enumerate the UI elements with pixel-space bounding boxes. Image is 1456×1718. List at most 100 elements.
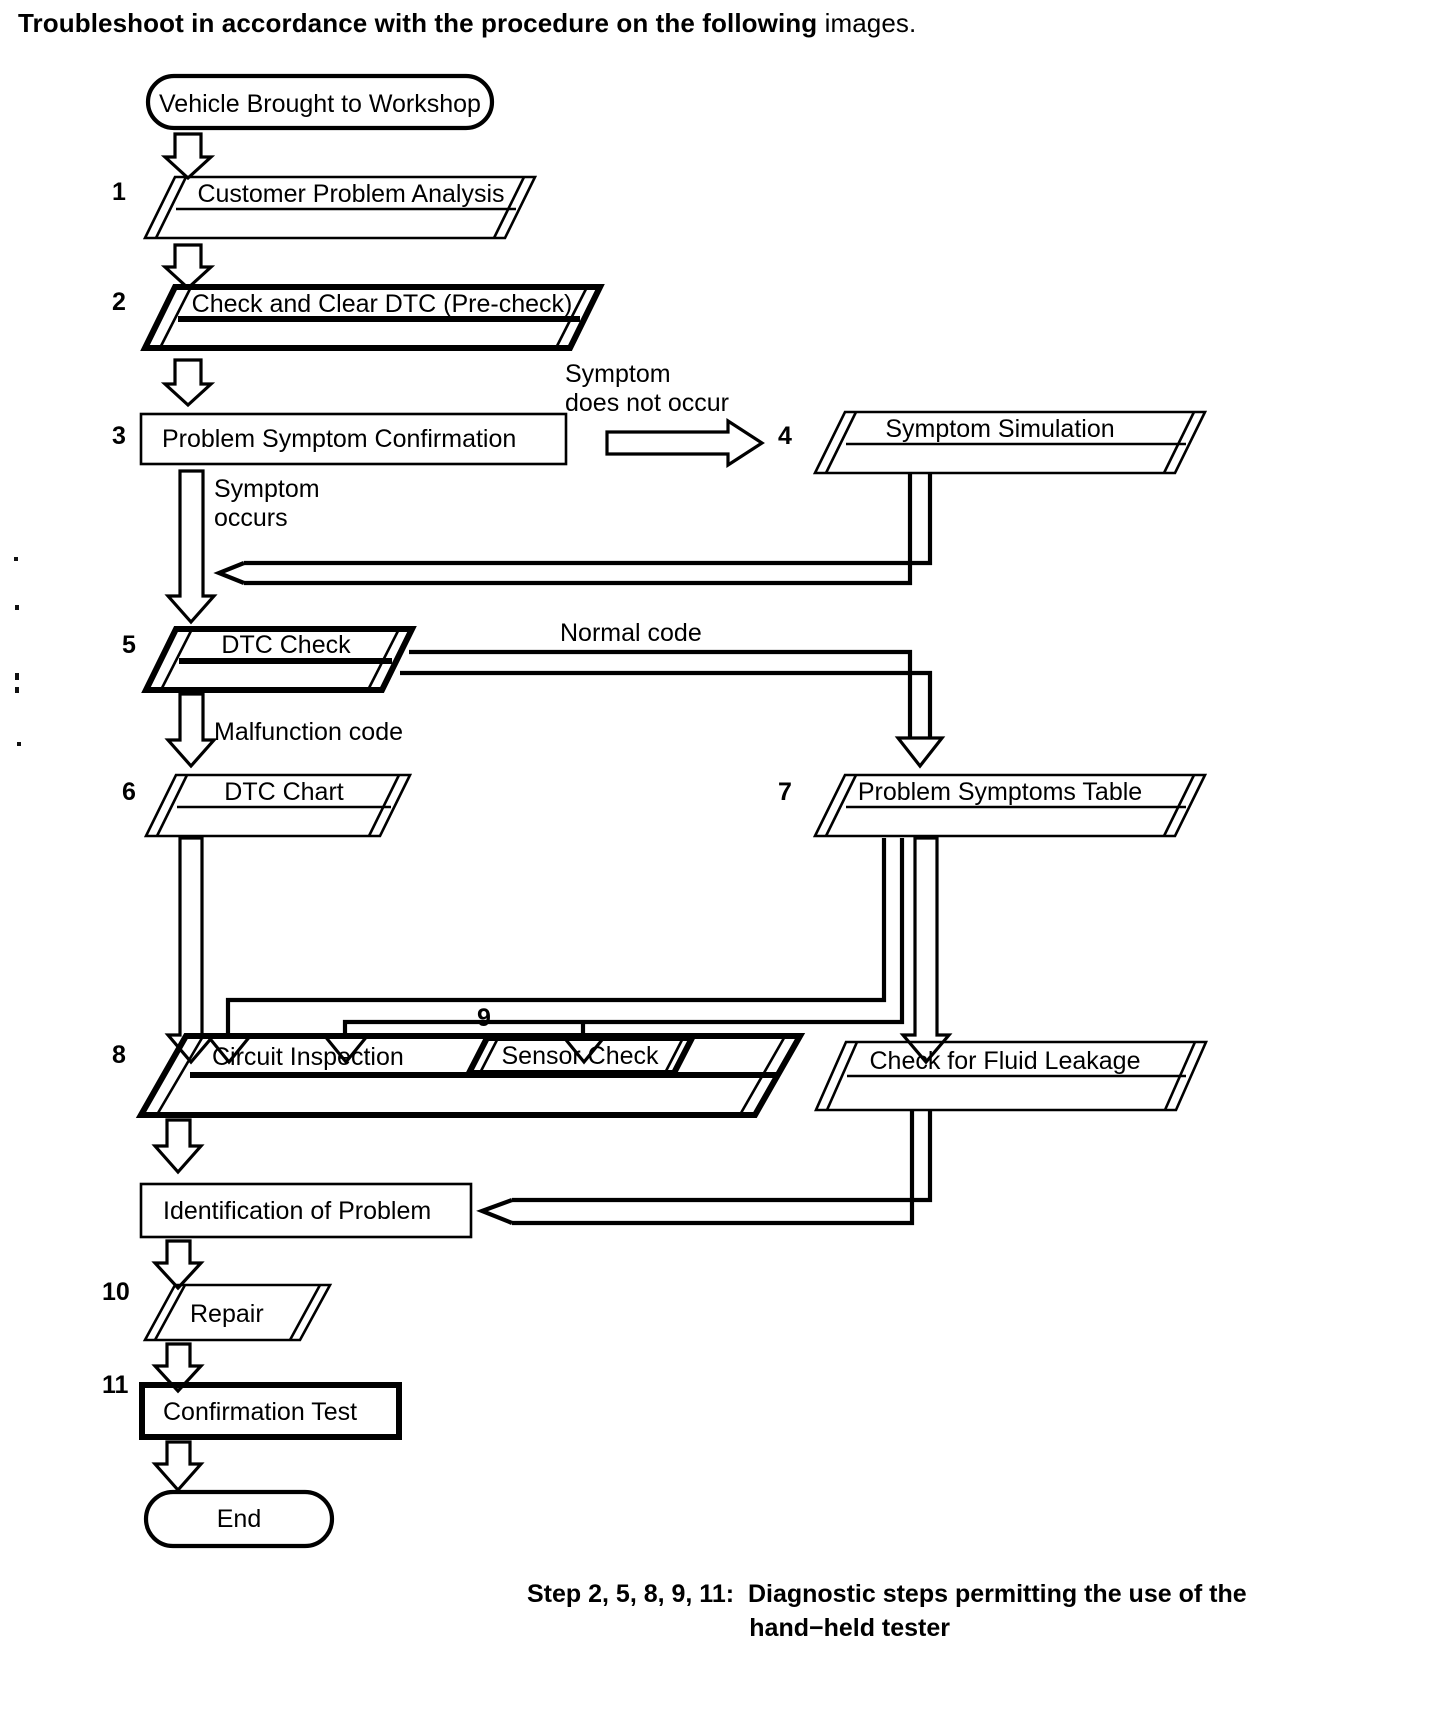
scan-speck	[15, 605, 19, 610]
step-number-3: 3	[112, 422, 126, 450]
arrow-step7-to-fluid-leakage	[899, 836, 953, 1065]
node-step-4: 4 Symptom Simulation	[778, 410, 1208, 475]
step10-left-bevel	[153, 1284, 187, 1341]
end-label: End	[217, 1505, 261, 1533]
scan-speck	[15, 673, 19, 680]
step9-outer-shape	[464, 1035, 697, 1076]
step4-left-bevel	[824, 411, 858, 474]
footnote-line-1: Step 2, 5, 8, 9, 11: Diagnostic steps pe…	[527, 1580, 1247, 1608]
step4-outer-shape	[812, 410, 1208, 475]
fluid-leakage-label: Check for Fluid Leakage	[870, 1047, 1141, 1075]
fluid-leakage-left-bevel	[825, 1041, 859, 1111]
edge-label-malfunction-code: Malfunction code	[214, 718, 403, 746]
edge-normal-code: Normal code	[400, 619, 946, 769]
node-end: End	[143, 1489, 335, 1549]
step7-right-bevel	[1162, 774, 1196, 837]
start-terminator-shape	[145, 73, 495, 131]
edge-label-symptom: Symptom	[565, 360, 671, 388]
arrow-start-to-step1	[160, 132, 216, 181]
arrow-step8-to-identification	[151, 1118, 205, 1175]
step5-outer-shape	[141, 626, 417, 693]
symptom-occurs-arrow	[164, 469, 218, 625]
node-step-2: 2 Check and Clear DTC (Pre-check)	[112, 284, 605, 351]
edge-label-does-not-occur: does not occur	[565, 389, 729, 417]
step9-left-bevel	[479, 1039, 499, 1072]
node-step-9: 9 Sensor Check	[464, 1004, 697, 1076]
footnote: Step 2, 5, 8, 9, 11: Diagnostic steps pe…	[527, 1578, 1247, 1645]
step2-label: Check and Clear DTC (Pre-check)	[192, 290, 573, 318]
step5-left-bevel	[160, 630, 193, 689]
arrow-step10-to-step11	[151, 1342, 205, 1394]
step10-outer-shape	[142, 1283, 333, 1342]
step6-left-bevel	[155, 774, 189, 837]
arrow-step1-to-step2	[160, 243, 216, 291]
identification-label: Identification of Problem	[163, 1197, 431, 1225]
step-number-4: 4	[778, 422, 792, 450]
start-label: Vehicle Brought to Workshop	[159, 90, 481, 118]
step11-shape	[139, 1382, 402, 1440]
edge-step4-feedback-to-step5	[213, 473, 933, 586]
node-step-5: 5 DTC Check	[122, 626, 417, 693]
step6-outer-shape	[143, 773, 413, 838]
step5-label: DTC Check	[221, 631, 351, 659]
step3-shape	[139, 412, 568, 466]
step-number-10: 10	[102, 1278, 130, 1306]
scan-speck	[17, 742, 21, 746]
step1-label: Customer Problem Analysis	[197, 180, 504, 208]
node-step-7: 7 Problem Symptoms Table	[778, 773, 1208, 838]
edge-symptom-does-not-occur: Symptom does not occur	[565, 360, 765, 468]
step-number-2: 2	[112, 288, 126, 316]
step-number-8: 8	[112, 1041, 126, 1069]
step1-outer-shape	[142, 175, 538, 240]
step2-left-bevel	[159, 288, 192, 347]
step8-label: Circuit Inspection	[212, 1043, 404, 1071]
step-number-11: 11	[102, 1371, 129, 1399]
step7-left-bevel	[824, 774, 858, 837]
malfunction-code-arrow	[164, 692, 218, 769]
edge-fluid-leakage-to-identification	[476, 1110, 933, 1226]
arrow-step6-to-step8	[164, 836, 218, 1065]
step10-right-bevel	[288, 1284, 322, 1341]
edge-label-symptom-occurs-2: occurs	[214, 504, 288, 532]
node-step-10: 10 Repair	[102, 1278, 333, 1342]
step9-right-bevel	[664, 1039, 684, 1072]
step11-label: Confirmation Test	[163, 1398, 357, 1426]
node-check-fluid-leakage: Check for Fluid Leakage	[814, 1040, 1208, 1112]
scan-speck	[14, 557, 18, 561]
step-number-9: 9	[477, 1004, 491, 1032]
step4-label: Symptom Simulation	[885, 415, 1114, 443]
edge-label-symptom-occurs-1: Symptom	[214, 475, 320, 503]
step-number-1: 1	[112, 178, 126, 206]
edge-label-normal-code: Normal code	[560, 619, 702, 647]
arrow-step11-to-end	[151, 1440, 205, 1493]
intro-text: Troubleshoot in accordance with the proc…	[18, 8, 916, 39]
node-step-8: 8 Circuit Inspection	[112, 1033, 806, 1118]
normal-code-arrowhead	[894, 736, 946, 769]
step9-label: Sensor Check	[501, 1042, 659, 1070]
arrow-step2-to-step3	[160, 358, 216, 408]
step2-outer-shape	[140, 284, 605, 351]
symptom-not-occur-arrow	[605, 418, 765, 468]
edge-symptom-occurs: Symptom occurs	[164, 469, 320, 625]
fluid-leakage-outer-shape	[814, 1040, 1208, 1112]
step7-outer-shape	[812, 773, 1208, 838]
step3-label: Problem Symptom Confirmation	[162, 425, 516, 453]
intro-tail: images.	[824, 8, 917, 38]
node-start: Vehicle Brought to Workshop	[145, 73, 495, 131]
end-terminator-shape	[143, 1489, 335, 1549]
intro-lead: Troubleshoot in accordance with the proc…	[18, 8, 825, 38]
footnote-line-2: hand−held tester	[527, 1613, 951, 1642]
identification-shape	[139, 1182, 473, 1239]
edge-bus-to-step8-9-leakage	[164, 836, 953, 1065]
node-step-6: 6 DTC Chart	[122, 773, 413, 838]
node-step-11: 11 Confirmation Test	[102, 1371, 402, 1440]
step6-label: DTC Chart	[224, 778, 344, 806]
scan-speck	[15, 687, 19, 693]
step-number-5: 5	[122, 631, 136, 659]
node-step-1: 1 Customer Problem Analysis	[112, 175, 538, 240]
step7-label: Problem Symptoms Table	[858, 778, 1142, 806]
step1-right-bevel	[492, 176, 526, 239]
node-identification-of-problem: Identification of Problem	[139, 1182, 473, 1239]
